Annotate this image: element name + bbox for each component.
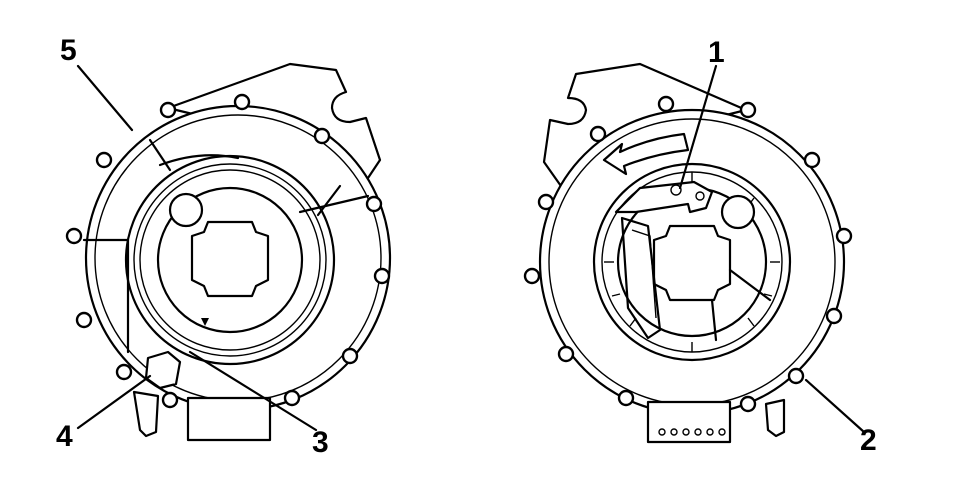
right-fitting	[764, 398, 786, 438]
left-splined-hub	[190, 220, 270, 298]
leader-2	[804, 378, 866, 434]
left-alignment-mark	[201, 318, 209, 326]
leader-4	[76, 374, 152, 430]
right-internal-channel	[620, 216, 662, 340]
callout-3: 3	[312, 426, 329, 459]
callout-1: 1	[708, 36, 725, 69]
leader-5	[76, 64, 134, 132]
left-square-port	[144, 350, 182, 390]
right-housing	[523, 62, 853, 444]
right-sensor	[614, 180, 714, 214]
left-bolts	[65, 93, 391, 409]
leader-1	[678, 64, 718, 190]
callout-2: 2	[860, 424, 877, 457]
right-inner-ring	[592, 162, 792, 362]
right-bolts	[523, 95, 853, 413]
callout-4: 4	[56, 420, 73, 453]
callout-5: 5	[60, 34, 77, 67]
leader-lines	[76, 64, 866, 434]
right-terminal-block	[646, 400, 732, 444]
left-inner-ring	[124, 154, 336, 366]
right-rotation-arrow	[602, 132, 690, 176]
right-splined-hub	[652, 224, 732, 302]
left-housing	[65, 62, 392, 442]
left-small-hole	[168, 192, 204, 228]
right-terminal-pins	[658, 428, 726, 436]
right-inner-hole	[720, 194, 756, 230]
leader-3	[188, 350, 318, 432]
left-fitting	[132, 390, 160, 438]
left-bottom-boss	[186, 396, 272, 442]
